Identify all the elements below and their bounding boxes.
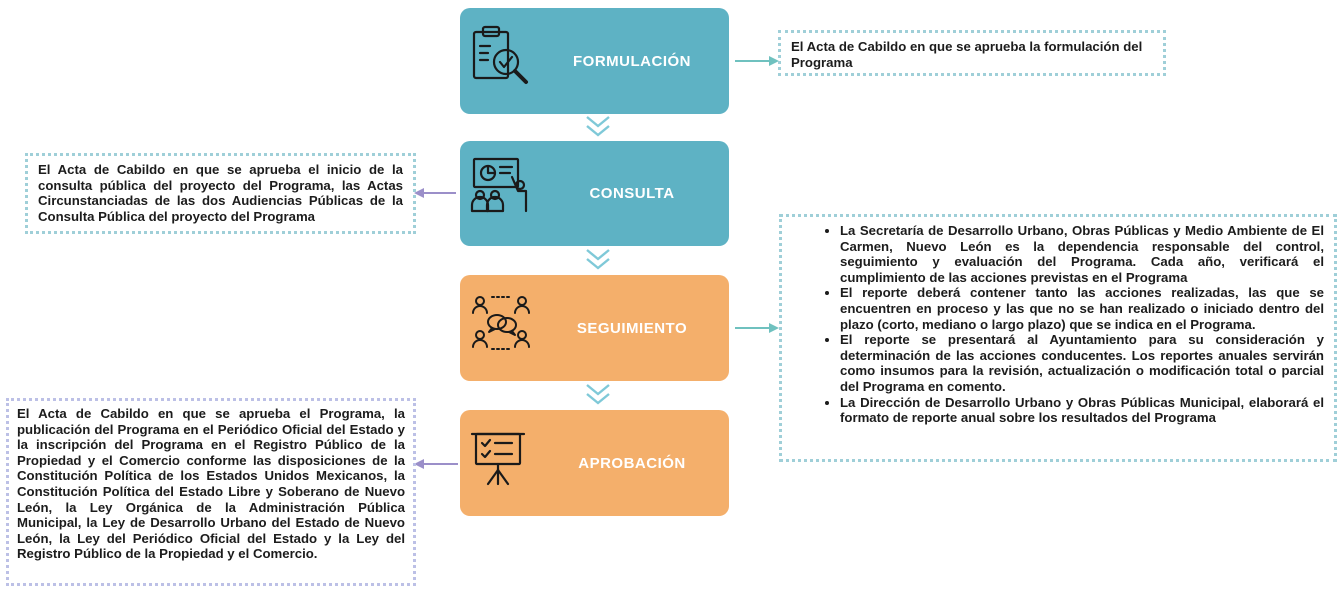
note-text: El Acta de Cabildo en que se aprueba el …: [38, 162, 403, 224]
note-text: El Acta de Cabildo en que se aprueba el …: [17, 406, 405, 562]
arrow-left-icon: [414, 459, 458, 469]
stage-seguimiento: SEGUIMIENTO: [460, 275, 729, 381]
list-item: El reporte se presentará al Ayuntamiento…: [840, 332, 1324, 394]
note-seguimiento: La Secretaría de Desarrollo Urbano, Obra…: [779, 214, 1337, 462]
note-consulta: El Acta de Cabildo en que se aprueba el …: [25, 153, 416, 234]
note-text: El Acta de Cabildo en que se aprueba la …: [791, 39, 1143, 70]
presentation-audience-icon: [470, 157, 528, 213]
note-bullet-list: La Secretaría de Desarrollo Urbano, Obra…: [790, 223, 1324, 426]
chevron-down-icon: [586, 116, 610, 137]
stage-title: FORMULACIÓN: [573, 52, 691, 70]
stage-aprobacion: APROBACIÓN: [460, 410, 729, 516]
chevron-down-icon: [586, 249, 610, 270]
stage-title: SEGUIMIENTO: [576, 319, 688, 337]
note-aprobacion: El Acta de Cabildo en que se aprueba el …: [6, 398, 416, 586]
discussion-group-icon: [472, 296, 530, 350]
arrow-right-icon: [735, 56, 779, 66]
chevron-down-icon: [586, 384, 610, 405]
board-checklist-icon: [470, 432, 526, 486]
arrow-right-icon: [735, 323, 779, 333]
stage-consulta: CONSULTA: [460, 141, 729, 246]
stage-formulacion: FORMULACIÓN: [460, 8, 729, 114]
list-item: El reporte deberá contener tanto las acc…: [840, 285, 1324, 332]
arrow-left-icon: [414, 188, 456, 198]
list-item: La Dirección de Desarrollo Urbano y Obra…: [840, 395, 1324, 426]
clipboard-check-icon: [472, 25, 528, 84]
stage-title: CONSULTA: [589, 185, 675, 202]
note-formulacion: El Acta de Cabildo en que se aprueba la …: [778, 30, 1166, 76]
stage-title: APROBACIÓN: [578, 454, 686, 472]
list-item: La Secretaría de Desarrollo Urbano, Obra…: [840, 223, 1324, 285]
